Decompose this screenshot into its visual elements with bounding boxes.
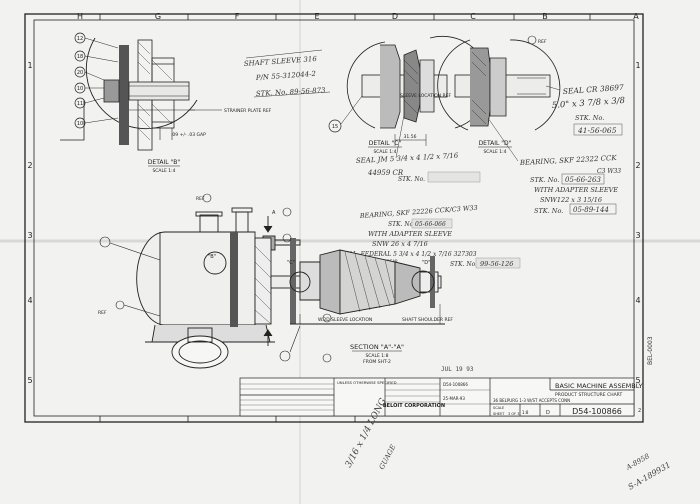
title-block-notes-header: UNLESS OTHERWISE SPECIFIED (337, 380, 397, 385)
col-A: A (633, 12, 639, 21)
balloon-10a: 10 (77, 86, 83, 92)
row-1-left: 1 (27, 61, 32, 70)
col-D: D (392, 12, 398, 21)
section-sleeve-loc: W.2D SLEEVE LOCATION (318, 317, 372, 323)
balloon-20: 20 (77, 70, 83, 76)
col-E: E (314, 12, 319, 21)
balloon-11: 11 (77, 101, 83, 107)
col-F: F (235, 12, 240, 21)
section-aa-from: FROM SHT-2 (363, 359, 391, 365)
bearing-22226-stk2: 99-56-126 (480, 260, 513, 268)
detail-b-leaders (84, 37, 222, 124)
shaft-sleeve-line3: STK. No. 89-56-873 (256, 86, 327, 98)
ref-label-2: REF (196, 196, 205, 202)
seal-cr-line3: STK. No. (575, 114, 604, 122)
section-balloon-a: A (272, 210, 276, 216)
seal-jm-line3: STK. No. (398, 176, 425, 183)
section-balloons (99, 193, 332, 363)
detail-d-scale: SCALE 1:4 (483, 149, 506, 155)
bearing-22322-line2: C3 W33 (597, 168, 621, 175)
border-rows: 1 2 3 4 5 1 2 3 4 5 (27, 61, 640, 385)
bearing-22226-stk1: 05-66-066 (415, 221, 446, 228)
title-block-desc: 36 BELPURG 1-3 W/ST ACCEPTS CONN (493, 398, 570, 403)
balloon-18: 18 (77, 54, 83, 60)
row-4-right: 4 (635, 296, 640, 305)
title-block-drawing-no: D54-100866 (572, 407, 622, 416)
row-5-left: 5 (27, 376, 32, 385)
inlet-pipe (255, 239, 301, 246)
title-block-title2: PRODUCT STRUCTURE CHART (555, 392, 622, 398)
detail-b (60, 37, 198, 151)
detail-b-outline (85, 37, 198, 130)
title-block-size: D (546, 410, 550, 416)
bearing-22322-line3: STK. No. (530, 176, 559, 184)
row-3-right: 3 (635, 231, 640, 240)
row-2-left: 2 (27, 161, 32, 170)
shaft-sleeve-note: SHAFT SLEEVE 316 P/N 55-312044-2 STK. No… (244, 55, 327, 98)
section-balloon-d: "D" (422, 260, 430, 266)
bearing-22226-line2: STK. No (388, 221, 414, 228)
seal-cr-line1: SEAL CR 38697 (563, 83, 625, 96)
margin-side-code: BEL-0003 (647, 336, 654, 365)
title-block-scale: 1:8 (522, 410, 529, 415)
balloon-12: 12 (77, 36, 83, 42)
section-balloon-b: "B" (208, 254, 216, 260)
detail-b-plate (119, 45, 129, 145)
title-block-sheet-label: SHEET (493, 412, 505, 416)
section-balloon-c: "C" (287, 260, 295, 266)
detail-c-scale: SCALE 1:4 (373, 149, 396, 155)
date-stamp: JUL 19 93 (441, 366, 474, 373)
bearing-22322-stk2: 05-89-144 (573, 206, 609, 214)
col-C: C (470, 12, 476, 21)
title-block-ref-no: D54-100866 (443, 382, 468, 387)
bearing-22322-line4: WITH ADAPTER SLEEVE (534, 186, 618, 194)
seal-jm-line2: 44959 CR (367, 169, 404, 177)
border-columns: A B C D E F G H (77, 12, 639, 21)
section-aa-title: SECTION "A"-"A" (350, 343, 404, 351)
bearing-22226-seal: SEAL, FEDERAL 5 3/4 x 4 1/2 x 7/16 32730… (340, 251, 477, 258)
detail-c-balloon: 15 (332, 124, 338, 130)
bearing-22226-line4: SNW 26 x 4 7/16 (372, 240, 428, 248)
vessel-body (136, 231, 256, 326)
col-H: H (77, 12, 83, 21)
bearing-22322-stk1: 05-66-263 (565, 176, 601, 184)
detail-d-title: DETAIL "D" (479, 140, 512, 147)
detail-d (437, 39, 561, 131)
seal-cr-stk: 41-56-065 (577, 126, 617, 135)
detail-c-sleeve-note: SLEEVE LOCATION REF (400, 93, 452, 99)
section-aa (136, 207, 445, 369)
margin-rev: 2 (638, 408, 641, 414)
detail-d-ref: REF (538, 39, 547, 45)
detail-b-strainer-note: STRAINER PLATE REF (224, 108, 272, 114)
detail-b-gap-note: .09 +/- .03 GAP (171, 132, 206, 138)
section-shaft-shoulder: SHAFT SHOULDER REF (402, 317, 453, 323)
row-4-left: 4 (27, 296, 32, 305)
title-block-title1: BASIC MACHINE ASSEMBLY (555, 382, 643, 390)
bearing-22322-line6: STK. No. (534, 207, 563, 215)
title-block (239, 377, 635, 417)
bearing-22226-stk-label: STK. No. (450, 261, 477, 268)
detail-b-title: DETAIL "B" (148, 159, 181, 166)
title-block-company: BELOIT CORPORATION (383, 403, 445, 409)
ref-label-1: REF (98, 310, 107, 316)
border-col-ticks (99, 14, 591, 422)
row-1-right: 1 (635, 61, 640, 70)
col-G: G (155, 12, 161, 21)
detail-c-title: DETAIL "C" (369, 140, 402, 147)
bearing-22322-line5: SNW122 x 3 15/16 (540, 196, 602, 204)
title-block-scale-label: SCALE (493, 406, 504, 410)
balloon-10b: 10 (77, 121, 83, 127)
title-block-date: 25-MAR-93 (443, 396, 465, 401)
section-aa-scale: SCALE 1:8 (365, 353, 388, 359)
row-3-left: 3 (27, 231, 32, 240)
detail-c-dim: 31.56 (404, 134, 417, 140)
detail-b-scale: SCALE 1:4 (152, 168, 175, 174)
detail-c (346, 35, 490, 146)
bearing-22226-line3: WITH ADAPTER SLEEVE (368, 230, 452, 238)
row-5-right: 5 (635, 376, 640, 385)
col-B: B (542, 12, 548, 21)
title-block-sheet: 3 OF 3 (508, 412, 519, 416)
row-2-right: 2 (635, 161, 640, 170)
